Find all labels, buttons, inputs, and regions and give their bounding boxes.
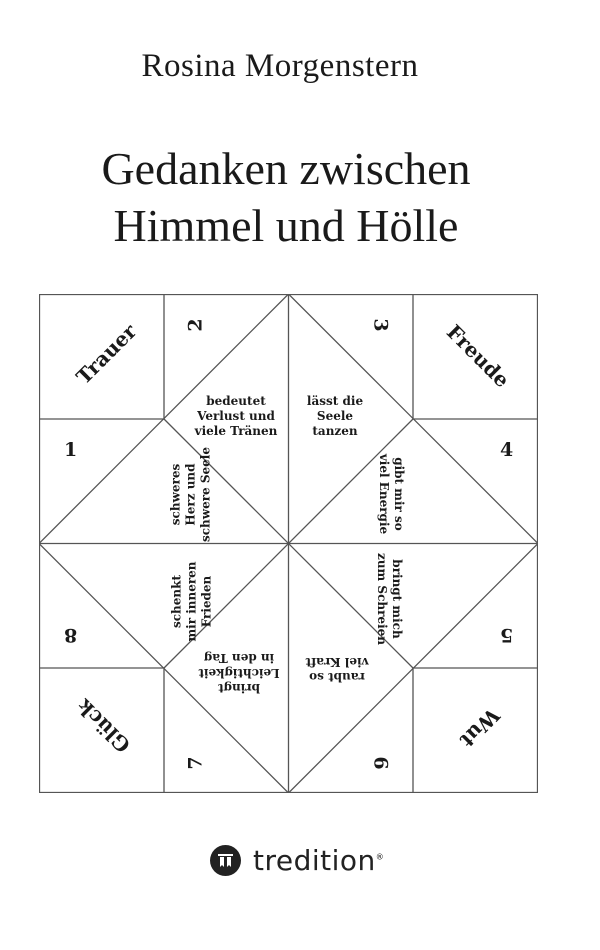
fortune-teller-lines — [39, 294, 538, 793]
number-3: 3 — [369, 318, 392, 332]
number-1: 1 — [64, 439, 78, 461]
publisher-logo: tredition® — [210, 840, 384, 880]
phrase-wut-b: raubt so viel Kraft — [305, 655, 369, 684]
author-name: Rosina Morgenstern — [141, 48, 419, 84]
number-5: 5 — [500, 624, 514, 646]
number-2: 2 — [184, 318, 207, 332]
book-title: Gedanken zwischen Himmel und Hölle — [0, 140, 572, 254]
fortune-teller-diagram: Trauer Freude Wut Glück 1 2 3 4 5 6 7 8 … — [39, 294, 538, 793]
phrase-freude-a: lässt die Seele tanzen — [306, 394, 364, 438]
number-7: 7 — [184, 756, 207, 770]
number-8: 8 — [64, 624, 78, 646]
publisher-name: tredition® — [253, 843, 385, 877]
phrase-glueck-a: bringt Leichtigkeit in den Tag — [198, 651, 280, 695]
number-6: 6 — [369, 756, 392, 770]
title-line-2: Himmel und Hölle — [113, 200, 459, 251]
phrase-wut-a: bringt mich zum Schreien — [375, 553, 404, 645]
title-line-1: Gedanken zwischen — [101, 143, 471, 194]
phrase-trauer-a: bedeutet Verlust und viele Tränen — [194, 394, 278, 438]
phrase-glueck-b: schenkt mir inneren Frieden — [169, 561, 214, 642]
phrase-freude-b: gibt mir so viel Energie — [377, 453, 406, 535]
phrase-trauer-b: schweres Herz und schwere Seele — [168, 447, 213, 543]
tredition-logo-icon — [210, 844, 241, 876]
number-4: 4 — [500, 439, 514, 461]
